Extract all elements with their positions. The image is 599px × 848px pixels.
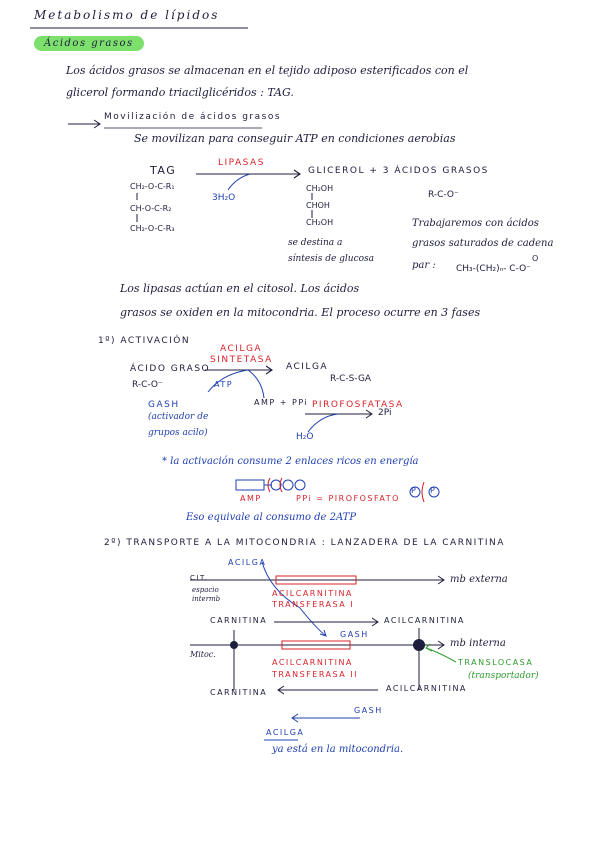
page-title: Metabolismo de lípidos	[34, 8, 220, 22]
ppi-pirofosfato: PPi = PIROFOSFATO	[296, 494, 400, 503]
mobilization-text: Se movilizan para conseguir ATP en condi…	[134, 132, 456, 145]
acilga-enzyme-line2: SINTETASA	[210, 355, 273, 365]
tag-row-2: CH-O-C-R₂	[130, 204, 172, 213]
cytosol-line-2: grasos se oxiden en la mitocondria. El p…	[120, 306, 481, 319]
translocase-label: TRANSLOCASA	[458, 658, 534, 667]
acilcarnitina-bottom: ACILCARNITINA	[386, 684, 467, 693]
lipasas-enzyme: LIPASAS	[218, 158, 265, 168]
cpt2-line1: ACILCARNITINA	[272, 658, 353, 667]
translocase-note: (transportador)	[468, 671, 539, 681]
glycerol-row-3: CH₂OH	[306, 218, 334, 227]
two-pi: 2Pi	[378, 408, 392, 418]
intro-line-1: Los ácidos grasos se almacenan en el tej…	[66, 64, 469, 77]
saturated-formula: CH₃-(CH₂)ₙ- C-O⁻	[456, 264, 531, 274]
acilga-bottom: ACILGA	[266, 728, 305, 737]
acilga-top: ACILGA	[228, 558, 267, 567]
mb-interna-label: mb interna	[450, 638, 506, 649]
glycerol-note-1: se destina a	[288, 238, 343, 248]
cpt1-line2: TRANSFERASA I	[272, 600, 355, 609]
tag-row-1: CH₂-O-C-R₁	[130, 182, 175, 191]
fatty-acid-substrate: ÁCIDO GRASO	[130, 364, 211, 374]
mobilization-title: Movilización de ácidos grasos	[104, 112, 282, 122]
phosphate-1: P	[411, 486, 416, 495]
mb-externa-label: mb externa	[450, 574, 508, 585]
equivalence-note: Eso equivale al consumo de 2ATP	[186, 512, 357, 523]
amp-ppi: AMP + PPi	[254, 398, 309, 407]
glycerol-note-2: síntesis de glucosa	[288, 254, 375, 264]
gash-note-1: (activador de	[148, 412, 209, 422]
fatty-acid-formula: R-C-O⁻	[428, 190, 459, 200]
section-heading-acidos-grasos: Ácidos grasos	[34, 36, 144, 51]
pirofosfatasa-enzyme: PIROFOSFATASA	[312, 400, 404, 410]
space-label-1: espacio	[192, 586, 219, 594]
tag-row-3: CH₂-O-C-R₃	[130, 224, 175, 233]
carnitina-left: CARNITINA	[210, 616, 268, 625]
intro-line-2: glicerol formando triacilglicéridos : TA…	[66, 86, 294, 99]
fatty-acid-substrate-formula: R-C-O⁻	[132, 380, 163, 390]
acilga-enzyme-line1: ACILGA	[220, 344, 263, 354]
space-label-2: intermb	[192, 595, 221, 603]
glycerol-row-1: CH₂OH	[306, 184, 334, 193]
acilcarnitina-right: ACILCARNITINA	[384, 616, 465, 625]
phase2-label: 2º) TRANSPORTE A LA MITOCONDRIA : LANZAD…	[104, 538, 505, 548]
phosphate-2: P	[430, 486, 435, 495]
glycerol-row-2: CHOH	[306, 201, 330, 210]
cit-label: CIT.	[190, 574, 209, 582]
saturated-note-3: par :	[412, 260, 436, 271]
atp-label: ATP	[214, 380, 234, 389]
mitoc-label: Mitoc.	[190, 650, 216, 659]
activation-bonds-note: * la activación consume 2 enlaces ricos …	[162, 456, 419, 467]
tag-label: TAG	[150, 164, 177, 177]
gash-bottom: GASH	[354, 706, 383, 715]
gash-label: GASH	[148, 400, 180, 410]
final-note: ya está en la mitocondria.	[272, 744, 404, 755]
water-label: 3H₂O	[212, 193, 236, 203]
oxo-label: O	[532, 254, 539, 263]
gash-mid: GASH	[340, 630, 369, 639]
lipolysis-products: GLICEROL + 3 ÁCIDOS GRASOS	[308, 166, 489, 176]
amp-label: AMP	[240, 494, 262, 503]
gash-note-2: grupos acilo)	[148, 428, 208, 438]
cpt2-line2: TRANSFERASA II	[272, 670, 358, 679]
phase1-label: 1º) ACTIVACIÓN	[98, 336, 191, 346]
cytosol-line-1: Los lipasas actúan en el citosol. Los ác…	[120, 282, 360, 295]
saturated-note-1: Trabajaremos con ácidos	[412, 218, 539, 229]
water-phase1: H₂O	[296, 432, 314, 442]
cpt1-line1: ACILCARNITINA	[272, 589, 353, 598]
acilga-product: ACILGA	[286, 362, 329, 372]
acilga-product-formula: R-C-S-GA	[330, 374, 372, 384]
saturated-note-2: grasos saturados de cadena	[412, 238, 554, 249]
carnitina-bottom: CARNITINA	[210, 688, 268, 697]
